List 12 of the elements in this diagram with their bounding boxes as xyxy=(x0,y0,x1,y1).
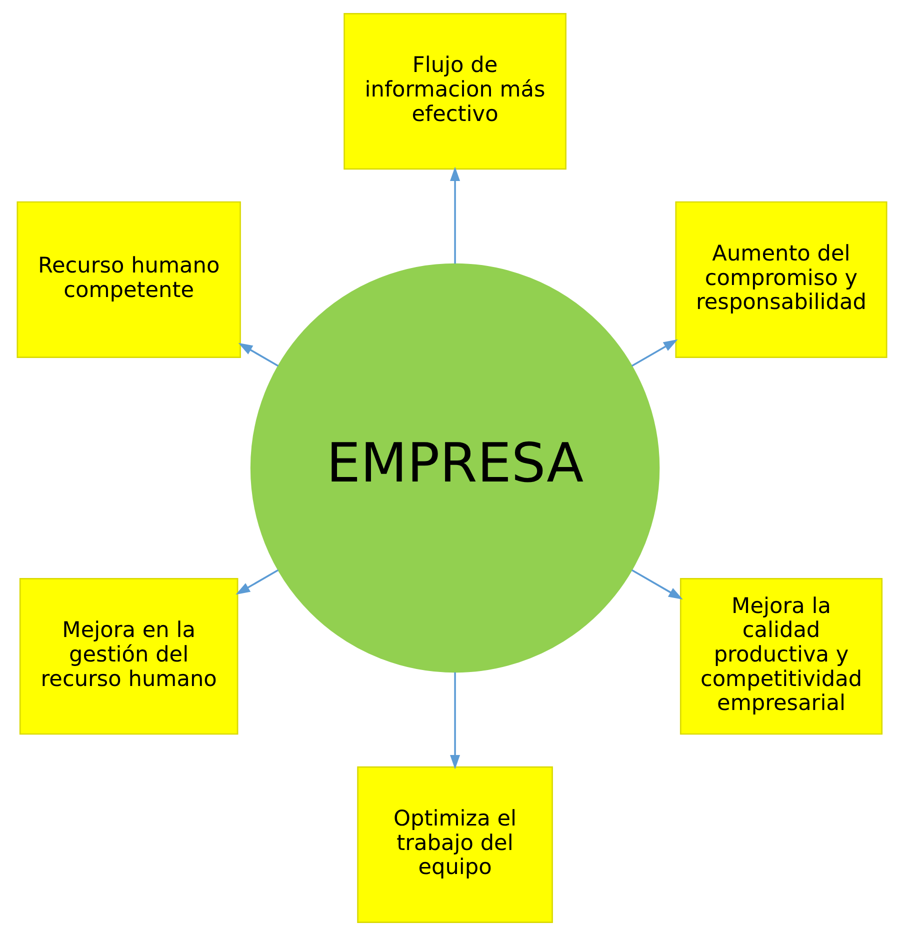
node-box: Aumento del compromiso y responsabilidad xyxy=(675,201,888,358)
arrow xyxy=(632,569,683,600)
node-box: Mejora en la gestión del recurso humano xyxy=(19,578,238,735)
arrow xyxy=(450,166,460,264)
arrow xyxy=(632,339,678,367)
arrow xyxy=(238,342,279,367)
arrow xyxy=(236,569,279,595)
node-box: Flujo de informacion más efectivo xyxy=(344,12,566,170)
arrow xyxy=(450,672,460,770)
node-box: Optimiza el trabajo del equipo xyxy=(357,766,553,923)
node-box: Recurso humano competente xyxy=(16,201,241,358)
node-box: Mejora la calidad productiva y competitividad empresarial xyxy=(680,578,883,735)
